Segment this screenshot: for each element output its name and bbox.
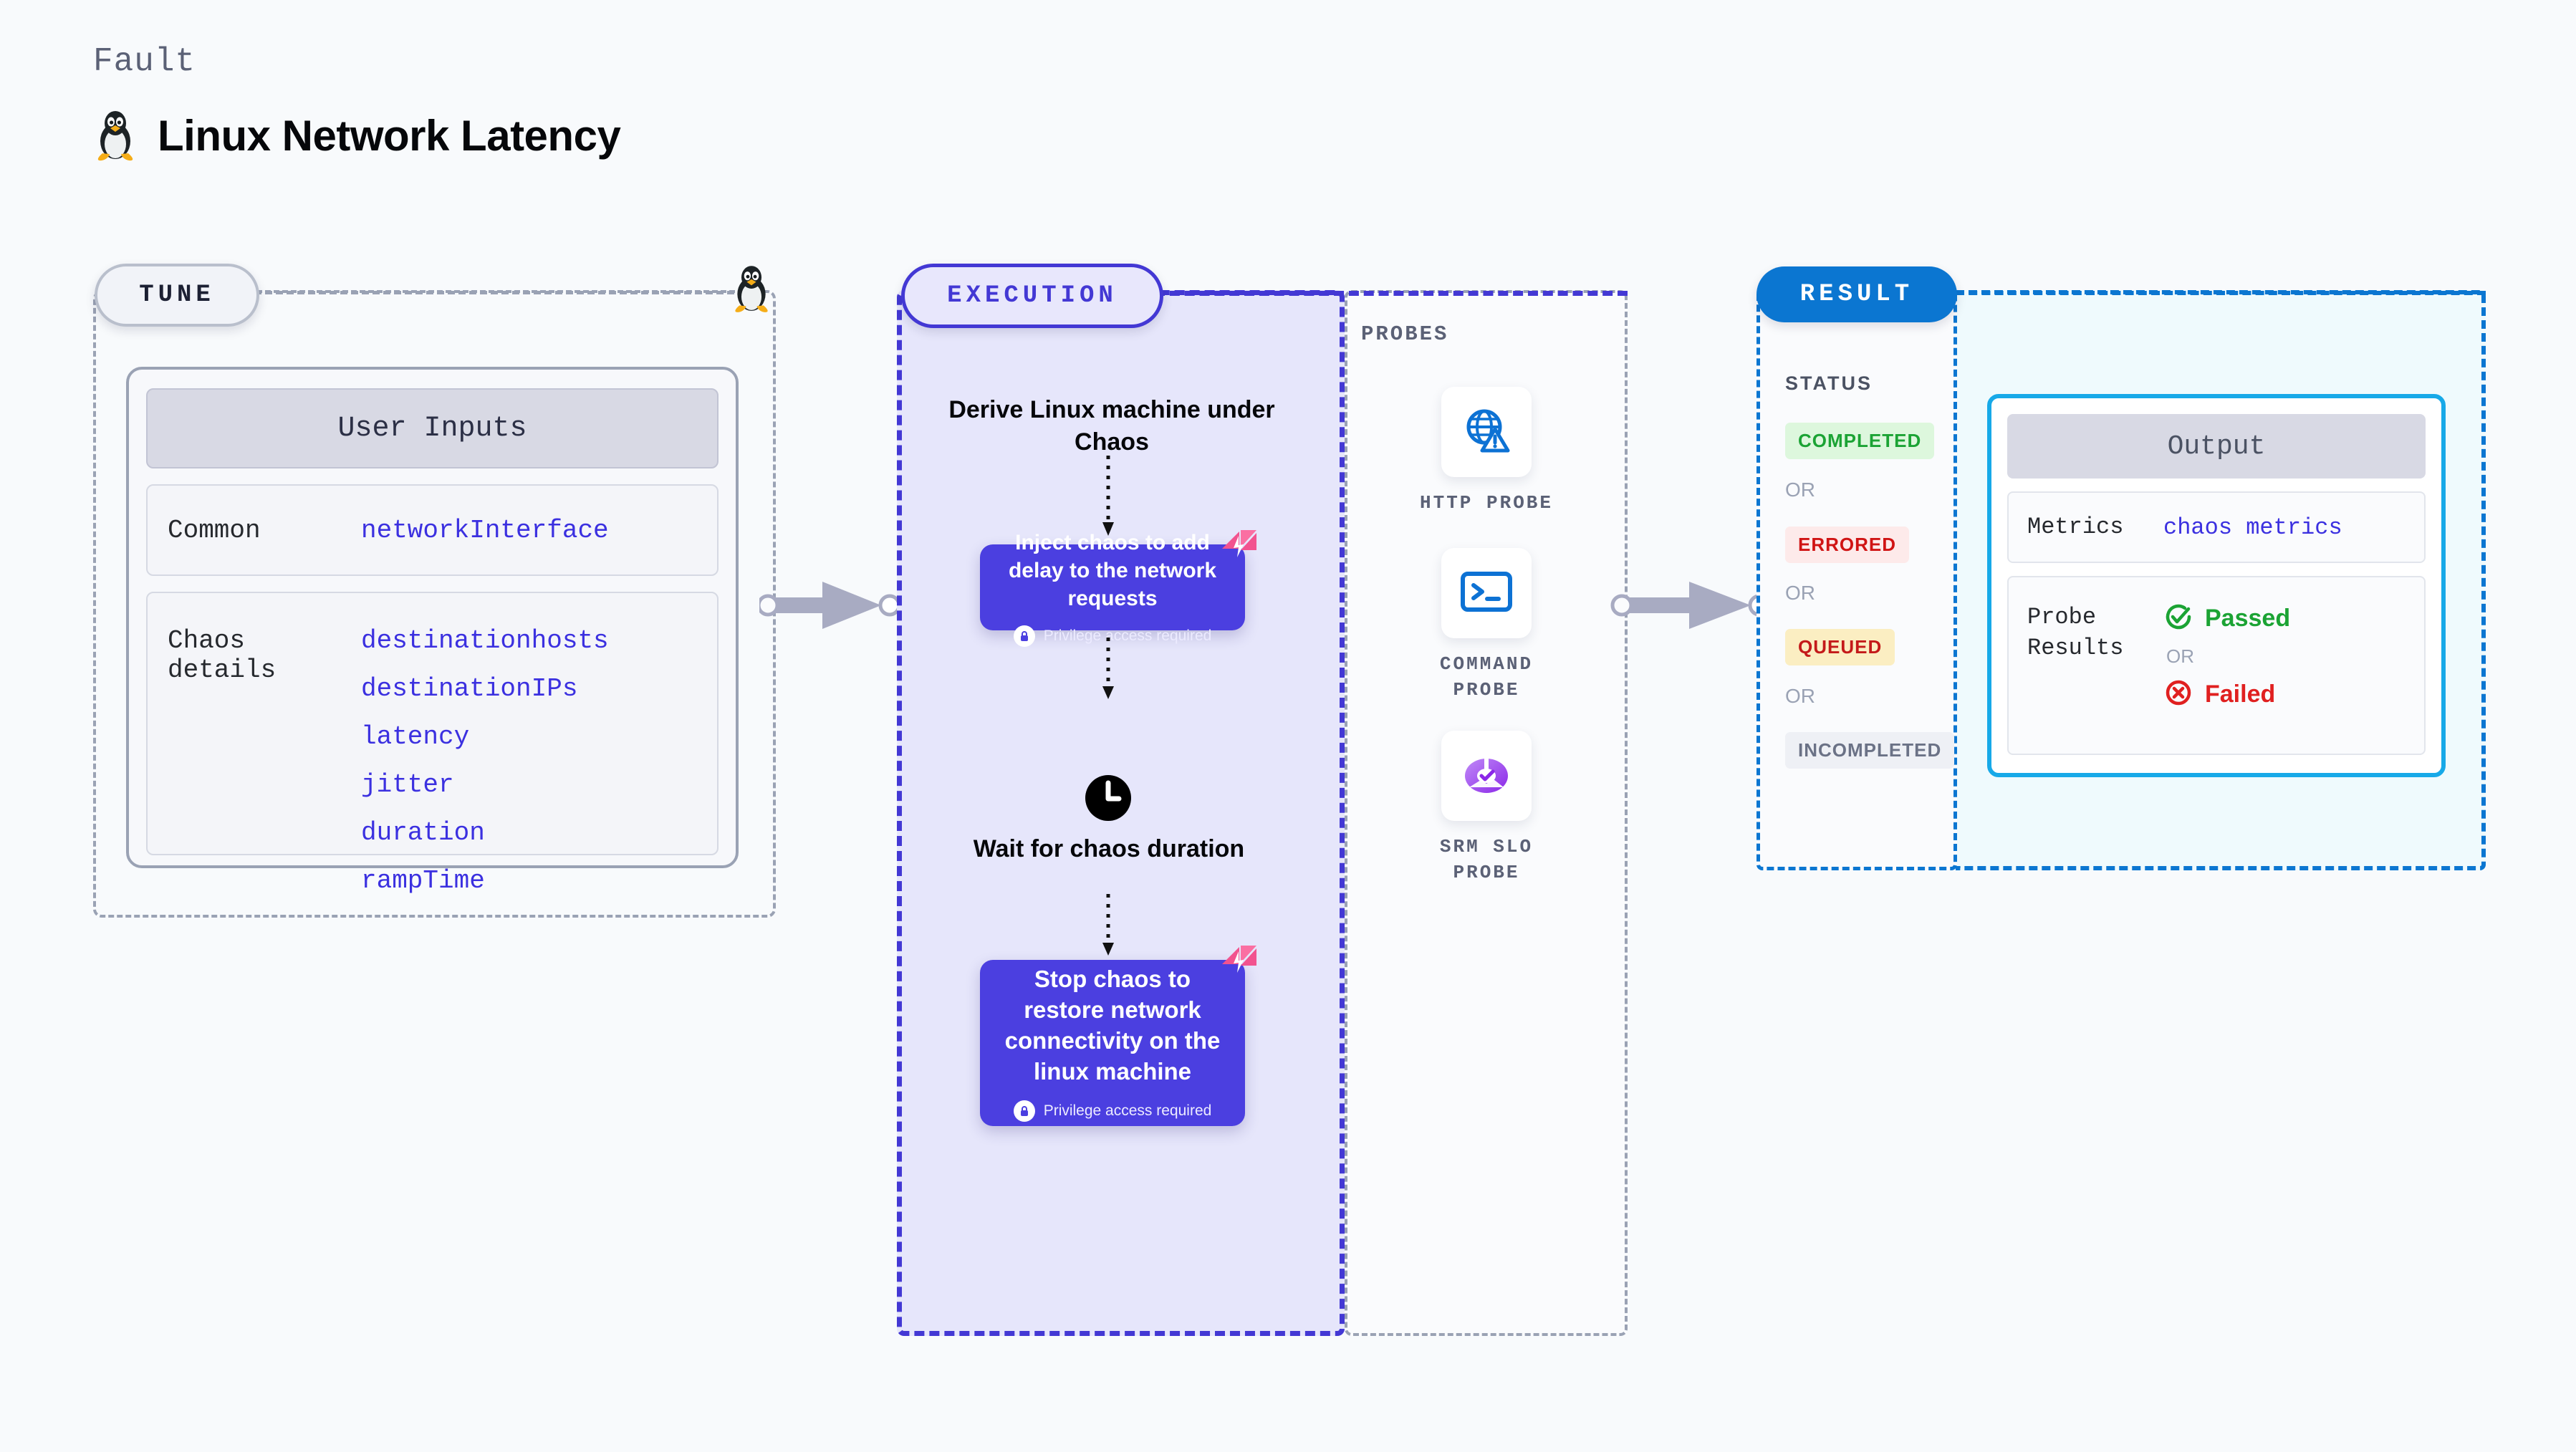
execution-step-label-derive: Derive Linux machine under Chaos bbox=[948, 396, 1275, 456]
node-text: Inject chaos to add delay to the network… bbox=[1008, 530, 1217, 610]
input-row-values: destinationhosts destinationIPs latency … bbox=[361, 626, 609, 895]
tune-pill[interactable]: TUNE bbox=[95, 264, 259, 327]
node-text: Stop chaos to restore network connectivi… bbox=[1004, 966, 1221, 1085]
input-value: networkInterface bbox=[361, 515, 609, 545]
check-circle-icon bbox=[2163, 602, 2193, 635]
input-value: rampTime bbox=[361, 866, 485, 895]
privilege-note: Privilege access required bbox=[1013, 1100, 1212, 1122]
fault-eyebrow: Fault bbox=[93, 43, 196, 80]
input-value: destinationhosts bbox=[361, 626, 609, 655]
failed-label: Failed bbox=[2205, 681, 2276, 708]
output-row-key: Probe Results bbox=[2027, 604, 2124, 662]
status-or: OR bbox=[1785, 685, 1815, 707]
input-value: destinationIPs bbox=[361, 674, 578, 703]
clock-icon bbox=[1080, 770, 1136, 830]
input-value: duration bbox=[361, 818, 485, 847]
probe-label: COMMAND PROBE bbox=[1439, 653, 1534, 701]
probe-result-passed: Passed bbox=[2163, 602, 2290, 635]
privilege-label: Privilege access required bbox=[1043, 1102, 1212, 1119]
passed-label: Passed bbox=[2205, 605, 2291, 632]
probe-label: HTTP PROBE bbox=[1419, 492, 1554, 514]
page-header: Fault Linux Network Latency bbox=[93, 43, 621, 162]
terminal-icon bbox=[1459, 569, 1514, 617]
page-title: Linux Network Latency bbox=[158, 111, 621, 160]
status-title: STATUS bbox=[1785, 372, 1873, 394]
input-row-chaos-details: Chaos details destinationhosts destinati… bbox=[146, 592, 719, 895]
tune-top-dashed-line bbox=[254, 291, 756, 294]
execution-node-inject-chaos[interactable]: Inject chaos to add delay to the network… bbox=[980, 530, 1256, 647]
status-or: OR bbox=[1785, 479, 1815, 501]
probe-card bbox=[1441, 731, 1532, 821]
output-title: Output bbox=[2007, 414, 2426, 479]
output-row-probe-results: Probe Results Passed OR bbox=[2007, 576, 2426, 755]
probe-result-failed: Failed bbox=[2163, 678, 2290, 711]
probe-result-values: Passed OR Failed bbox=[2163, 602, 2290, 711]
result-pill[interactable]: RESULT bbox=[1756, 266, 1957, 322]
x-circle-icon bbox=[2163, 678, 2193, 711]
probe-card bbox=[1441, 548, 1532, 638]
arrow-derive-to-inject bbox=[1102, 456, 1114, 536]
output-row-value: chaos metrics bbox=[2163, 514, 2342, 541]
privilege-label: Privilege access required bbox=[1043, 627, 1212, 644]
input-row-key: Chaos details bbox=[168, 626, 277, 685]
linux-tux-icon bbox=[731, 264, 772, 317]
arrow-inject-to-wait bbox=[1102, 638, 1114, 699]
globe-warning-icon bbox=[1459, 403, 1514, 461]
input-value: jitter bbox=[361, 770, 454, 799]
probe-srm-slo[interactable]: SRM SLO PROBE bbox=[1400, 731, 1572, 886]
output-row-key: Metrics bbox=[2027, 514, 2124, 541]
probes-title: PROBES bbox=[1361, 322, 1449, 346]
execution-node-stop-chaos[interactable]: Stop chaos to restore network connectivi… bbox=[980, 946, 1256, 1126]
input-row-common: Common networkInterface bbox=[146, 484, 719, 576]
status-badge-queued: QUEUED bbox=[1785, 629, 1895, 665]
input-value: latency bbox=[361, 722, 470, 751]
result-status-region bbox=[1756, 290, 1957, 870]
status-or: OR bbox=[1785, 582, 1815, 604]
result-top-dashed-line bbox=[1956, 291, 2486, 295]
arrow-wait-to-stop bbox=[1102, 894, 1114, 956]
linux-tux-icon bbox=[93, 109, 138, 162]
user-inputs-card: User Inputs Common networkInterface Chao… bbox=[126, 367, 739, 895]
probe-command[interactable]: COMMAND PROBE bbox=[1400, 548, 1572, 703]
status-badge-completed: COMPLETED bbox=[1785, 423, 1935, 459]
privilege-note: Privilege access required bbox=[1013, 625, 1212, 647]
input-row-values: networkInterface bbox=[361, 516, 609, 545]
title-row: Linux Network Latency bbox=[93, 109, 621, 162]
probe-card bbox=[1441, 387, 1532, 477]
status-badge-errored: ERRORED bbox=[1785, 527, 1910, 563]
chaos-flag-icon bbox=[1219, 529, 1256, 569]
input-row-key: Common bbox=[168, 515, 261, 545]
connector-tune-to-execution bbox=[759, 582, 901, 629]
execution-pill[interactable]: EXECUTION bbox=[901, 264, 1163, 328]
status-badge-incompleted: INCOMPLETED bbox=[1785, 732, 1955, 769]
user-inputs-title: User Inputs bbox=[146, 388, 719, 468]
execution-step-label-wait: Wait for chaos duration bbox=[973, 835, 1245, 862]
execution-top-dashed-line bbox=[1155, 291, 1628, 296]
probe-http[interactable]: HTTP PROBE bbox=[1400, 387, 1572, 516]
slo-donut-check-icon bbox=[1459, 747, 1514, 805]
probe-label: SRM SLO PROBE bbox=[1439, 836, 1534, 884]
probe-result-or: OR bbox=[2166, 645, 2194, 667]
output-row-metrics: Metrics chaos metrics bbox=[2007, 491, 2426, 563]
lock-icon bbox=[1013, 1100, 1035, 1122]
lock-icon bbox=[1013, 625, 1035, 647]
output-card: Output Metrics chaos metrics Probe Resul… bbox=[1987, 394, 2446, 777]
chaos-flag-icon bbox=[1219, 944, 1256, 985]
